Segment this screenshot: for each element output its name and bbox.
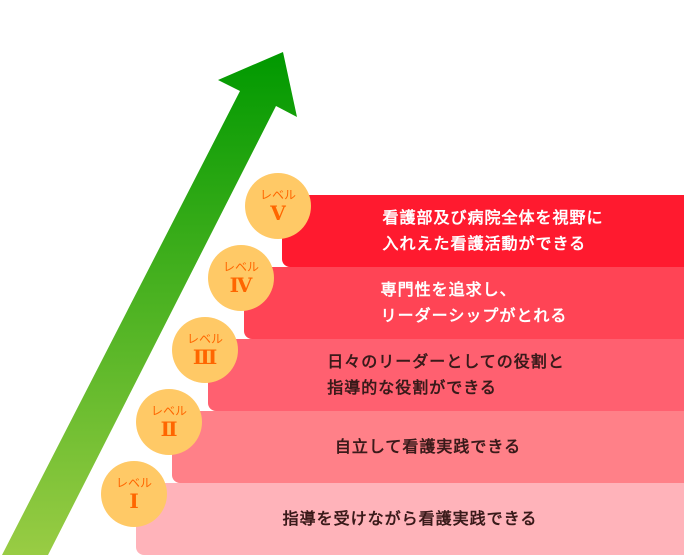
level-numeral: Ⅳ xyxy=(229,273,253,297)
level-description: 自立して看護実践できる xyxy=(334,437,522,456)
level-numeral: Ⅱ xyxy=(160,417,178,441)
level-4-bar: 専門性を追求し、 リーダーシップがとれる xyxy=(244,267,684,339)
level-description: 看護部及び病院全体を視野に 入れえた看護活動ができる xyxy=(382,208,604,253)
level-label: レベル xyxy=(186,332,223,346)
level-1-bar: 指導を受けながら看護実践できる xyxy=(136,483,684,555)
level-numeral: Ⅲ xyxy=(192,345,218,369)
level-label: レベル xyxy=(222,260,259,274)
level-3-bar: 日々のリーダーとしての役割と 指導的な役割ができる xyxy=(208,339,684,411)
level-5-bar: 看護部及び病院全体を視野に 入れえた看護活動ができる xyxy=(282,195,684,267)
level-numeral: Ⅰ xyxy=(129,489,139,513)
level-description: 日々のリーダーとしての役割と 指導的な役割ができる xyxy=(327,352,565,397)
level-description: 指導を受けながら看護実践できる xyxy=(282,509,538,528)
level-label: レベル xyxy=(150,404,187,418)
level-2-bar: 自立して看護実践できる xyxy=(172,411,684,483)
level-numeral: Ⅴ xyxy=(270,201,286,225)
level-description: 専門性を追求し、 リーダーシップがとれる xyxy=(380,280,568,325)
level-label: レベル xyxy=(259,188,296,202)
level-label: レベル xyxy=(115,476,152,490)
